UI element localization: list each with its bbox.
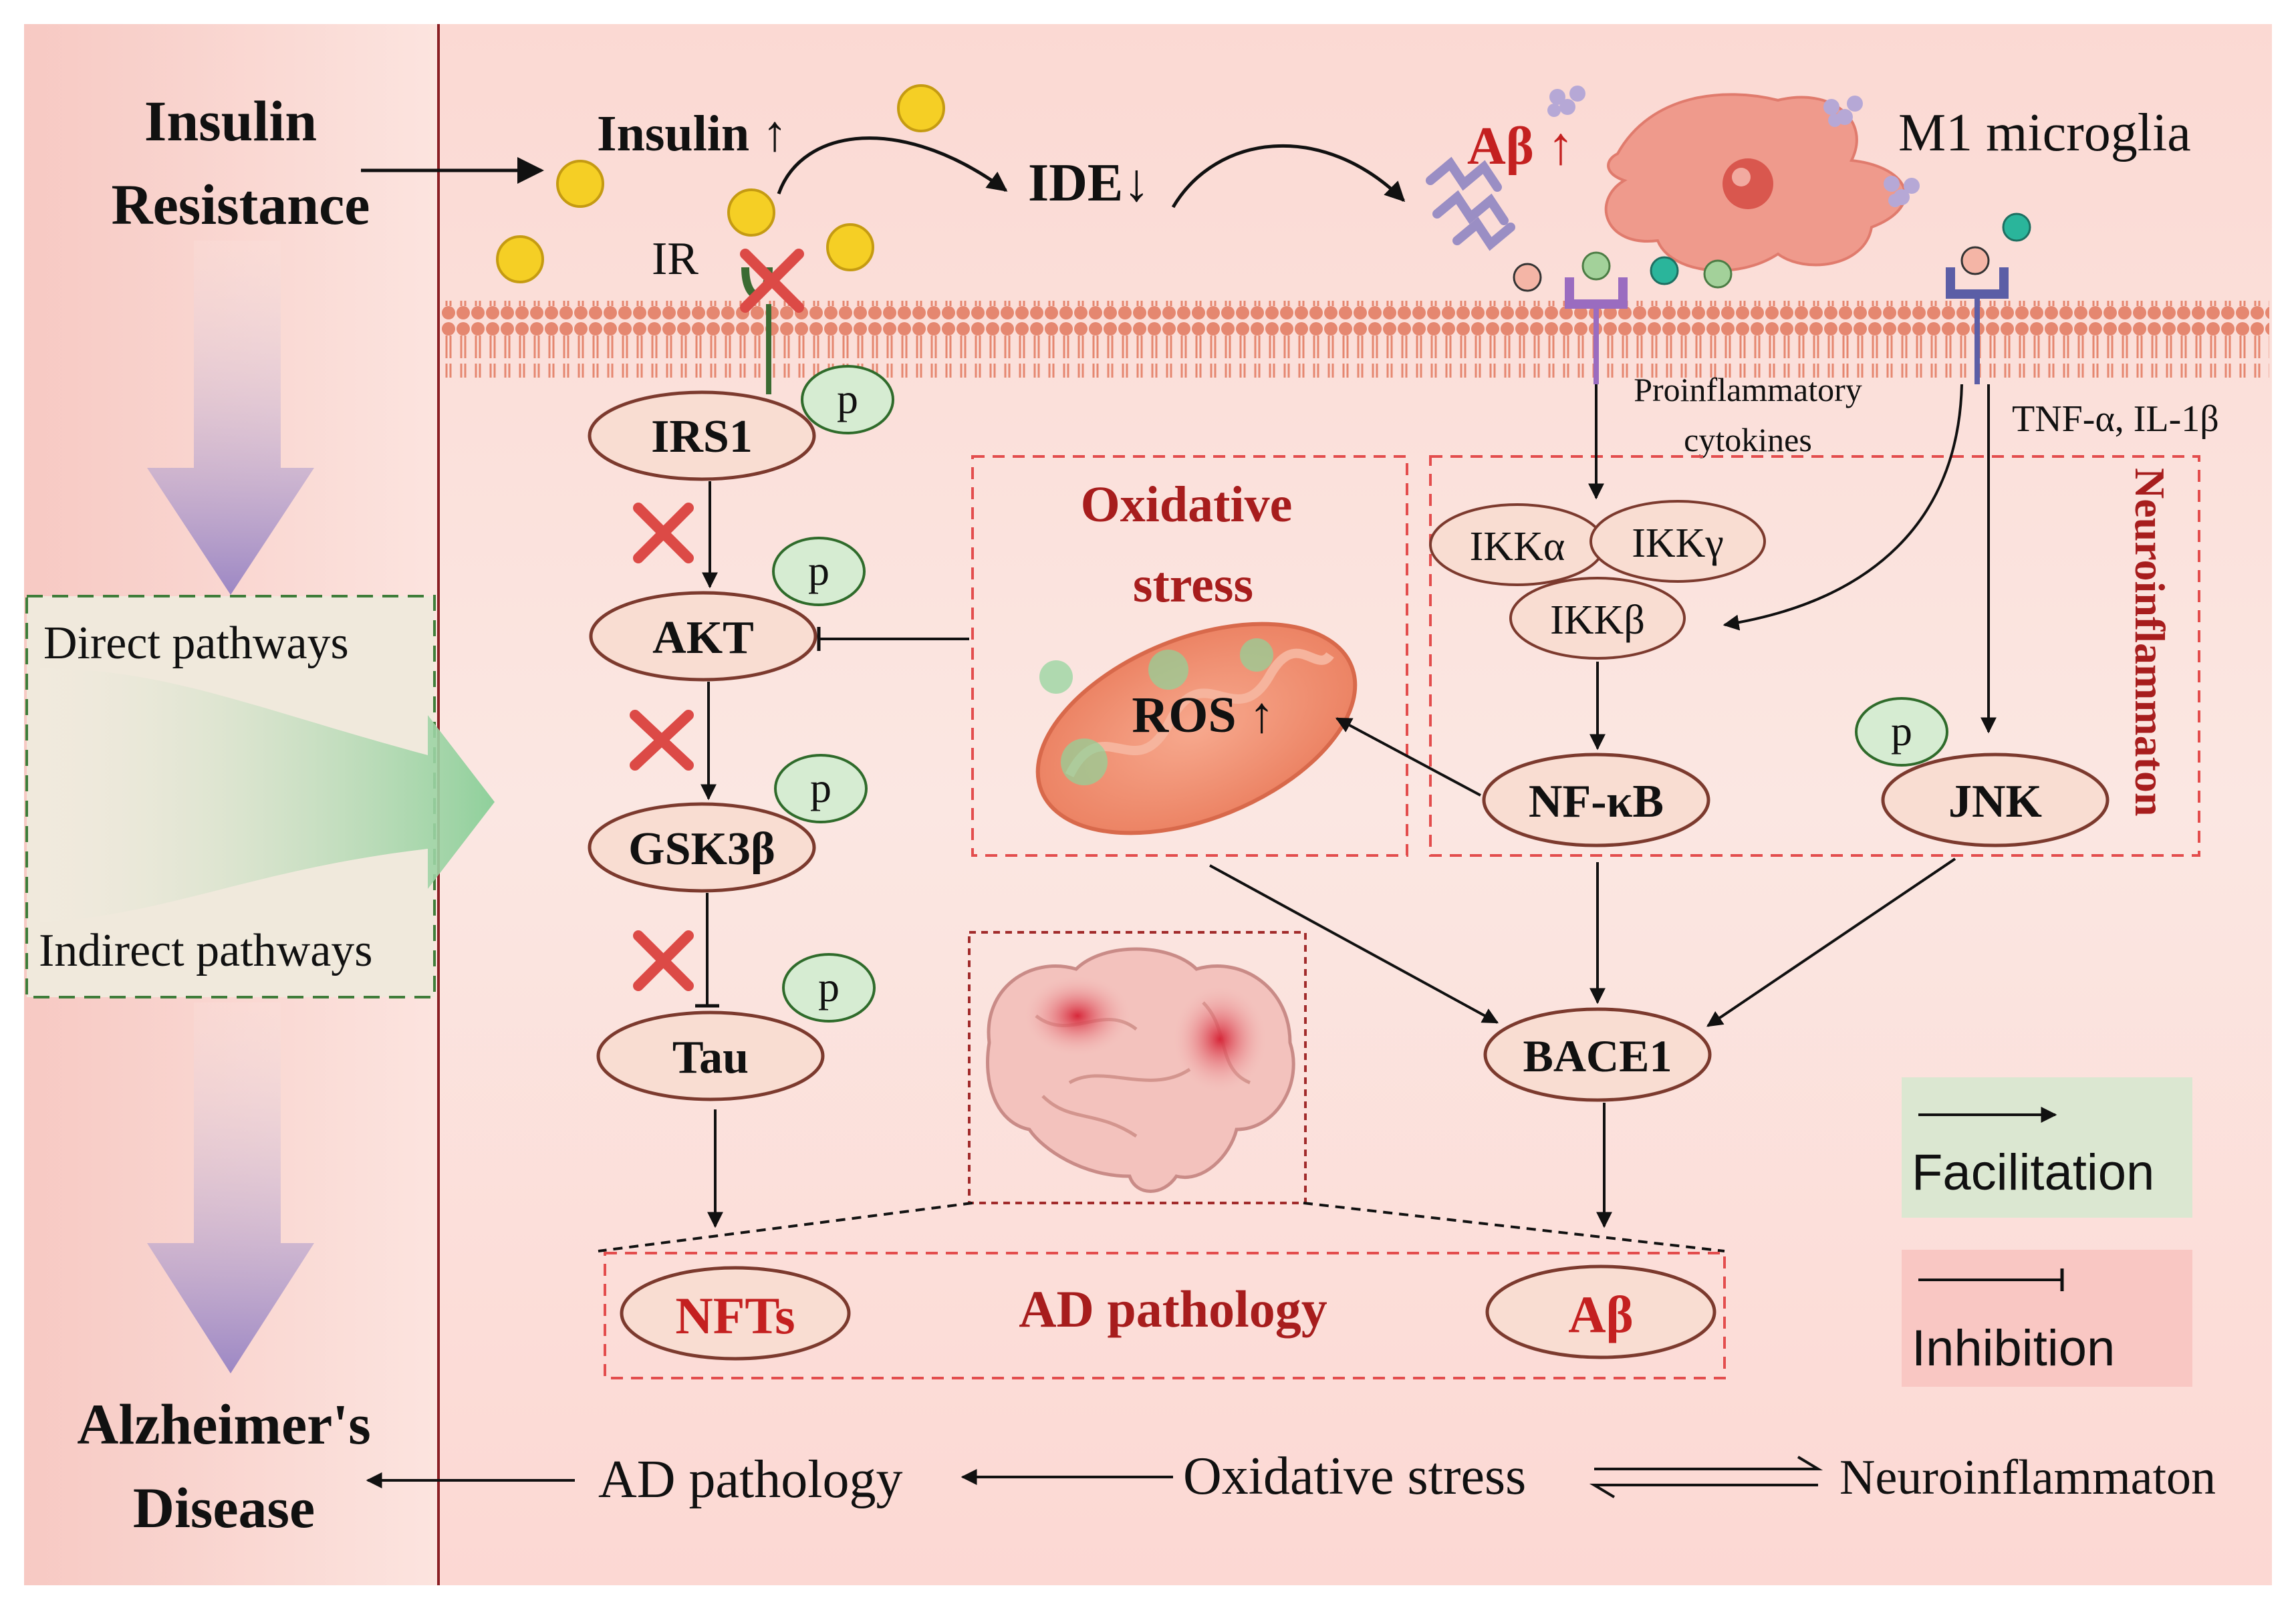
cytokine-receptor-right-icon (1946, 267, 2009, 384)
proinflammatory-label-2: cytokines (1684, 421, 1812, 458)
arrow-tnf-to-ikkb (1723, 384, 1963, 631)
oxidative-title-1: Oxidative (1081, 477, 1293, 533)
microglia-label: M1 microglia (1898, 104, 2191, 162)
nfts-node: NFTs (620, 1266, 851, 1361)
indirect-pathways-label: Indirect pathways (39, 925, 373, 976)
legend-inhibition: Inhibition (1902, 1250, 2192, 1387)
left-title-top-1: Insulin (144, 89, 317, 153)
bottom-neuroinflammaton: Neuroinflammaton (1839, 1450, 2216, 1505)
legend-inhibition-label: Inhibition (1912, 1320, 2115, 1377)
svg-text:Aβ: Aβ (1568, 1285, 1633, 1343)
purple-arrow-bottom (147, 1002, 314, 1373)
bottom-oxidative-stress: Oxidative stress (1183, 1447, 1526, 1506)
svg-text:IKKβ: IKKβ (1550, 597, 1645, 643)
blocked-cross-icon (740, 249, 804, 313)
ikkg-node: IKKγ (1589, 500, 1766, 583)
cytokine-molecules (1513, 213, 2031, 292)
svg-text:NF-κB: NF-κB (1529, 776, 1664, 827)
equilibrium-arrows-icon (1589, 1456, 1823, 1498)
arrow-ox-bace1 (1209, 864, 1499, 1024)
purple-arrow-top (147, 241, 314, 595)
svg-text:p: p (1891, 707, 1912, 755)
cross-icon-gsk3b-tau (633, 930, 694, 991)
direct-pathways-label: Direct pathways (43, 618, 349, 669)
insulin-molecules (496, 84, 945, 283)
abeta-node: Aβ (1485, 1264, 1716, 1359)
left-title-bottom-1: Alzheimer's (77, 1392, 370, 1456)
svg-text:JNK: JNK (1948, 776, 2042, 827)
bace1-node: BACE1 (1483, 1007, 1712, 1102)
cross-icon-akt-gsk3b (630, 710, 694, 771)
svg-text:p: p (818, 963, 840, 1011)
oxidative-stress-box (971, 455, 1408, 857)
svg-text:p: p (808, 547, 830, 594)
ir-label: IR (652, 233, 698, 285)
akt-phospho-badge: p (772, 537, 866, 606)
zoom-line-right (1303, 1202, 1725, 1252)
legend-facilitation: Facilitation (1902, 1077, 2192, 1218)
svg-text:IKKγ: IKKγ (1632, 521, 1724, 566)
brain-box (968, 931, 1307, 1204)
svg-text:BACE1: BACE1 (1523, 1031, 1672, 1081)
arrow-jnk-bace1 (1706, 857, 1956, 1027)
akt-node: AKT (589, 591, 817, 682)
left-title-top-2: Resistance (112, 172, 370, 237)
ikka-node: IKKα (1429, 503, 1606, 586)
insulin-label: Insulin ↑ (597, 106, 787, 162)
neuroinflammation-box (1429, 455, 2200, 857)
svg-text:NFTs: NFTs (675, 1287, 795, 1345)
cell-membrane (441, 301, 2269, 378)
proinflammatory-label-1: Proinflammatory (1634, 371, 1862, 408)
jnk-phospho-badge: p (1855, 697, 1948, 767)
neuroinflammation-side-label: Neuroinflammaton (2126, 468, 2174, 816)
mitochondrion-icon (1035, 622, 1358, 835)
irs1-label: IRS1 (651, 411, 753, 462)
tau-phospho-badge: p (782, 953, 876, 1023)
jnk-node: JNK (1881, 753, 2110, 847)
oxidative-title-2: stress (1133, 557, 1253, 613)
akt-label: AKT (652, 612, 754, 664)
gsk3b-phospho-badge: p (774, 754, 868, 823)
arrow-nfkb-ros (1335, 717, 1481, 797)
legend-facilitation-label: Facilitation (1912, 1144, 2154, 1201)
ikkb-node: IKKβ (1509, 577, 1686, 660)
nfkb-node: NF-κB (1482, 753, 1710, 847)
microglia-icon (1547, 86, 1920, 272)
irs1-phospho-badge: p (801, 365, 894, 434)
svg-text:p: p (810, 764, 832, 811)
cross-icon-irs1-akt (633, 503, 694, 563)
ide-label: IDE↓ (1028, 154, 1150, 213)
green-funnel-arrow (40, 668, 495, 922)
arrow-ide-to-abeta (1171, 144, 1406, 209)
bottom-ad-pathology: AD pathology (598, 1450, 903, 1509)
ros-label: ROS ↑ (1132, 687, 1274, 743)
gsk3b-node: GSK3β (588, 802, 816, 893)
tau-label: Tau (672, 1032, 749, 1083)
gsk3b-label: GSK3β (628, 823, 775, 875)
arrow-insulin-to-ide (777, 136, 1008, 194)
irs1-node: IRS1 (588, 390, 816, 481)
tnf-il1b-label: TNF-α, IL-1β (2012, 398, 2219, 440)
left-title-bottom-2: Disease (133, 1476, 315, 1540)
tau-node: Tau (596, 1011, 825, 1101)
amyloid-fibril-icon (1426, 156, 1515, 251)
svg-text:p: p (837, 375, 858, 422)
cytokine-receptor-left-icon (1565, 277, 1628, 384)
ad-pathology-box (604, 1252, 1726, 1379)
svg-text:IKKα: IKKα (1470, 524, 1565, 569)
brain-icon (986, 947, 1295, 1193)
ad-pathology-title: AD pathology (1019, 1280, 1327, 1338)
